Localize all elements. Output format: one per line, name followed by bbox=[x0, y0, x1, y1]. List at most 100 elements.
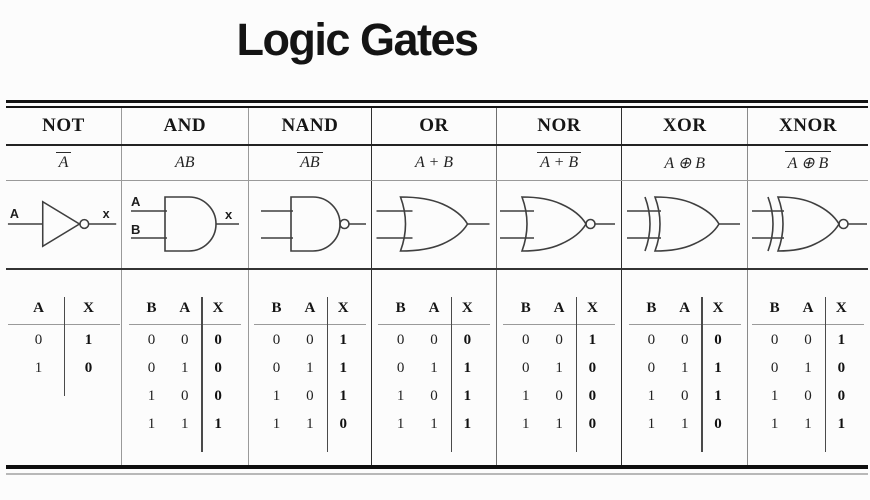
gate-expression: AB bbox=[297, 152, 323, 172]
gate-expression-cell: AB bbox=[122, 144, 248, 180]
truth-table-cell: 1 bbox=[522, 415, 530, 432]
truth-table-cell: 1 bbox=[306, 359, 314, 376]
truth-table-cell: 0 bbox=[214, 387, 222, 404]
truth-table-cell: 1 bbox=[396, 415, 405, 432]
truth-table-header: X bbox=[212, 300, 224, 316]
truth-table-cell: 0 bbox=[214, 331, 222, 348]
nor-gate-icon bbox=[499, 196, 615, 252]
truth-table-cell: 0 bbox=[306, 331, 314, 348]
truth-table-cell: 1 bbox=[770, 387, 779, 404]
gate-expression-cell: A ⊕ B bbox=[622, 144, 747, 180]
truth-table-header: A bbox=[33, 300, 44, 316]
input-b-label: B bbox=[131, 222, 140, 237]
xor-gate-icon bbox=[627, 196, 741, 252]
truth-table-cell: 0 bbox=[306, 387, 314, 404]
truth-table-header: B bbox=[646, 300, 657, 316]
truth-table-header: B bbox=[146, 300, 157, 316]
truth-table-cell: 0 bbox=[714, 331, 722, 348]
truth-table-output-divider bbox=[201, 297, 203, 452]
truth-table-cell: 0 bbox=[147, 331, 156, 348]
truth-table-header: B bbox=[769, 300, 780, 316]
not-gate-icon: A x bbox=[7, 200, 117, 248]
gate-expression-cell: A + B bbox=[372, 144, 496, 180]
truth-table-cell: 1 bbox=[339, 331, 347, 348]
truth-table-cell: 1 bbox=[647, 387, 656, 404]
truth-table-cell: 0 bbox=[837, 359, 846, 376]
gate-symbol-cell bbox=[748, 180, 868, 268]
truth-table-cell: 1 bbox=[430, 415, 438, 432]
truth-table-cell: 1 bbox=[804, 415, 812, 432]
truth-table-header-rule bbox=[378, 324, 490, 325]
truth-table-cell: 0 bbox=[147, 359, 156, 376]
truth-table-cell: 0 bbox=[770, 331, 779, 348]
truth-table-header: B bbox=[520, 300, 531, 316]
truth-table-cell: 1 bbox=[147, 387, 156, 404]
nand-gate-icon bbox=[260, 196, 366, 252]
truth-table-cell: 0 bbox=[714, 415, 722, 432]
truth-table-cell: 1 bbox=[463, 415, 472, 432]
truth-table-cell: 1 bbox=[272, 387, 281, 404]
truth-table-cell: 1 bbox=[181, 359, 189, 376]
gate-symbol-cell bbox=[249, 180, 372, 268]
truth-table-cell: 0 bbox=[804, 387, 812, 404]
truth-table-header: A bbox=[802, 300, 814, 316]
truth-table-cell: 1 bbox=[837, 331, 846, 348]
gate-name: OR bbox=[419, 115, 449, 136]
rule-under-expressions bbox=[6, 180, 868, 181]
truth-table-header: B bbox=[395, 300, 406, 316]
truth-table-cell: 0 bbox=[804, 331, 812, 348]
truth-table-cell: 0 bbox=[396, 359, 405, 376]
truth-table-output-divider bbox=[326, 297, 329, 452]
gate-expression-cell: A bbox=[6, 144, 121, 180]
table-top-double-rule bbox=[6, 100, 868, 108]
truth-table-cell: 1 bbox=[181, 415, 189, 432]
truth-table-cell: 1 bbox=[430, 359, 438, 376]
gate-expression-cell: AB bbox=[249, 144, 372, 180]
truth-table-cell: 0 bbox=[396, 331, 405, 348]
truth-table-header: X bbox=[587, 300, 598, 316]
input-a-label: A bbox=[131, 194, 141, 209]
gate-name: NOR bbox=[537, 115, 581, 136]
truth-table-header-rule bbox=[628, 324, 741, 325]
truth-table-cell: 1 bbox=[147, 415, 156, 432]
gate-expression: A bbox=[55, 152, 72, 172]
gate-symbol-cell: A B x bbox=[122, 180, 248, 268]
truth-table-header: A bbox=[553, 300, 565, 316]
truth-table-cell: 0 bbox=[588, 415, 597, 432]
input-a-label: A bbox=[10, 207, 19, 221]
truth-table-header: X bbox=[83, 300, 94, 316]
truth-table-header-rule bbox=[253, 324, 366, 325]
truth-table-output-divider bbox=[701, 297, 703, 452]
truth-table-cell: 0 bbox=[181, 331, 189, 348]
truth-table-header: A bbox=[304, 300, 316, 316]
truth-table-cell: 1 bbox=[680, 359, 689, 376]
gate-symbol-cell bbox=[497, 180, 622, 268]
truth-table-output-divider bbox=[63, 297, 65, 396]
truth-table-header: B bbox=[271, 300, 282, 316]
gate-expression: A + B bbox=[537, 152, 582, 172]
truth-table-cell: 0 bbox=[430, 331, 438, 348]
truth-table-cell: 0 bbox=[680, 331, 689, 348]
truth-table-cell: 0 bbox=[522, 359, 530, 376]
truth-table-cell: 0 bbox=[837, 387, 846, 404]
gate-symbol-cell bbox=[622, 180, 747, 268]
table-bottom-shadow-rule bbox=[6, 473, 868, 475]
truth-table-cell: 0 bbox=[272, 359, 281, 376]
truth-table-cell: 0 bbox=[647, 331, 656, 348]
truth-table-cell: 1 bbox=[339, 359, 347, 376]
output-x-label: x bbox=[103, 207, 110, 221]
truth-table-cell: 1 bbox=[522, 387, 530, 404]
truth-table-cell: 1 bbox=[680, 415, 689, 432]
truth-table-cell: 1 bbox=[804, 359, 812, 376]
truth-table-cell: 0 bbox=[339, 415, 347, 432]
